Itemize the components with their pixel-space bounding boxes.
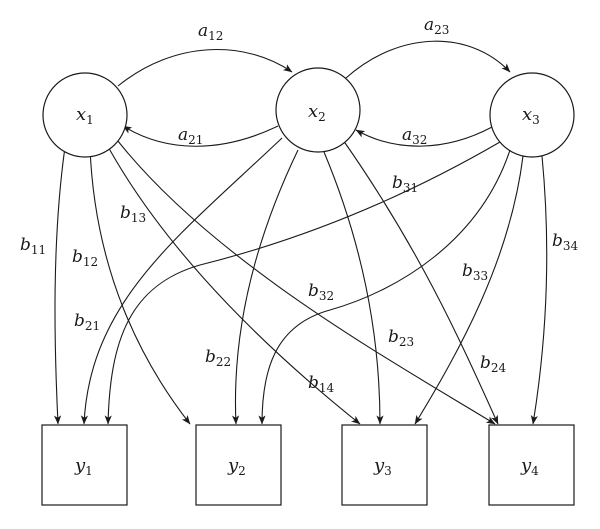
edge-b21: [80, 137, 283, 425]
node-y1: [41, 424, 128, 506]
edge-label-b21: b21: [74, 311, 100, 333]
edge-label-b22: b22: [205, 347, 231, 369]
node-x3: [489, 72, 575, 158]
edge-label-a21: a21: [178, 125, 203, 147]
edge-a12: [117, 48, 293, 87]
node-labels: x1 x2 x3 y1 y2 y3 y4: [74, 101, 540, 478]
edge-b14: [113, 135, 496, 425]
node-y4: [488, 424, 575, 506]
node-x2: [275, 67, 361, 153]
edge-b24: [342, 139, 499, 425]
edge-b12: [89, 147, 191, 425]
node-label-x2: x2: [308, 101, 326, 124]
node-label-y3: y3: [373, 455, 392, 478]
edge-a21: [122, 125, 279, 147]
edge-a32: [355, 126, 493, 147]
edge-b31: [104, 141, 501, 425]
node-label-x1: x1: [76, 104, 94, 127]
edge-label-a12: a12: [198, 21, 223, 43]
edge-b34: [530, 155, 548, 425]
edge-b32: [258, 149, 511, 425]
node-label-y1: y1: [74, 455, 93, 478]
edge-label-b34: b34: [552, 231, 579, 253]
node-x1: [42, 72, 128, 158]
node-label-y2: y2: [227, 455, 246, 478]
edge-b11: [53, 146, 66, 425]
edge-label-b23: b23: [388, 327, 414, 349]
edge-b23: [323, 151, 384, 425]
edge-label-a32: a32: [402, 125, 427, 147]
node-label-x3: x3: [522, 104, 540, 127]
edge-b13: [105, 142, 361, 425]
edge-a23: [345, 40, 511, 79]
node-y3: [341, 424, 428, 506]
edge-b33: [414, 155, 524, 425]
edge-labels: a12 a21 a23 a32 b11 b12 b13 b14 b21 b22 …: [20, 15, 579, 395]
edge-label-b32: b32: [308, 281, 334, 303]
edge-label-b14: b14: [308, 373, 335, 395]
edges: [53, 40, 548, 425]
edge-b22: [231, 149, 299, 425]
edge-label-b13: b13: [120, 203, 146, 225]
edge-label-b11: b11: [20, 235, 46, 257]
nodes: [41, 67, 575, 506]
edge-label-b12: b12: [72, 247, 98, 269]
node-label-y4: y4: [520, 455, 539, 478]
edge-label-b33: b33: [462, 261, 488, 283]
edge-label-b31: b31: [392, 173, 418, 195]
node-y2: [195, 424, 282, 506]
edge-label-a23: a23: [424, 15, 449, 37]
edge-label-b24: b24: [480, 353, 507, 375]
